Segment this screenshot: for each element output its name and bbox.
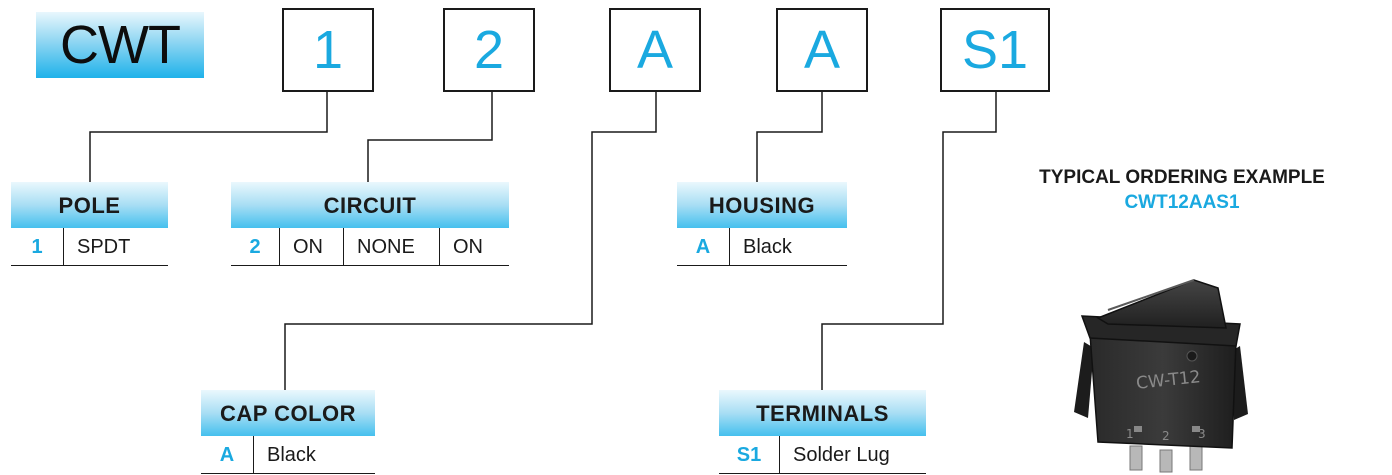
cap-color-option-row: A Black	[201, 436, 375, 474]
ordering-example-title: TYPICAL ORDERING EXAMPLE	[1039, 167, 1325, 188]
terminals-option-row: S1 Solder Lug	[719, 436, 926, 474]
code-box-cap-color: A	[609, 8, 701, 92]
circuit-option-code: 2	[249, 236, 261, 258]
rocker-switch-photo: CW-T12 1 2 3	[1074, 279, 1248, 473]
connector-circuit	[367, 92, 493, 182]
switch-marking-1: 1	[1126, 427, 1134, 441]
circuit-option-pos1: ON	[279, 228, 343, 265]
pole-header: POLE	[11, 182, 168, 228]
housing-option-desc: Black	[729, 228, 805, 265]
housing-table: HOUSING A Black	[677, 182, 847, 266]
ordering-example-part-number: CWT12AAS1	[1124, 192, 1240, 213]
terminals-option-code: S1	[736, 444, 762, 466]
circuit-option-pos2: NONE	[343, 228, 439, 265]
circuit-table: CIRCUIT 2 ON NONE ON	[231, 182, 509, 266]
cap-color-table: CAP COLOR A Black	[201, 390, 375, 474]
connector-pole	[89, 92, 328, 182]
circuit-header: CIRCUIT	[231, 182, 509, 228]
terminals-option-desc: Solder Lug	[779, 436, 903, 473]
pole-option-code: 1	[31, 236, 43, 258]
code-box-pole: 1	[282, 8, 374, 92]
code-box-terminals: S1	[940, 8, 1050, 92]
switch-marking-3: 3	[1198, 427, 1206, 441]
cap-color-header: CAP COLOR	[201, 390, 375, 436]
housing-option-row: A Black	[677, 228, 847, 266]
switch-marking-2: 2	[1162, 429, 1170, 443]
circuit-option-pos3: ON	[439, 228, 496, 265]
terminals-header: TERMINALS	[719, 390, 926, 436]
housing-header: HOUSING	[677, 182, 847, 228]
connector-terminals	[821, 92, 997, 390]
code-box-circuit: 2	[443, 8, 535, 92]
cap-color-option-code: A	[219, 444, 235, 466]
circuit-option-row: 2 ON NONE ON	[231, 228, 509, 266]
housing-option-code: A	[695, 236, 711, 258]
part-prefix: CWT	[36, 12, 204, 78]
cap-color-option-desc: Black	[253, 436, 329, 473]
terminals-table: TERMINALS S1 Solder Lug	[719, 390, 926, 474]
pole-option-row: 1 SPDT	[11, 228, 168, 266]
code-box-housing: A	[776, 8, 868, 92]
pole-option-desc: SPDT	[63, 228, 143, 265]
connector-cap-color	[284, 92, 657, 390]
pole-table: POLE 1 SPDT	[11, 182, 168, 266]
connector-housing	[756, 92, 823, 182]
